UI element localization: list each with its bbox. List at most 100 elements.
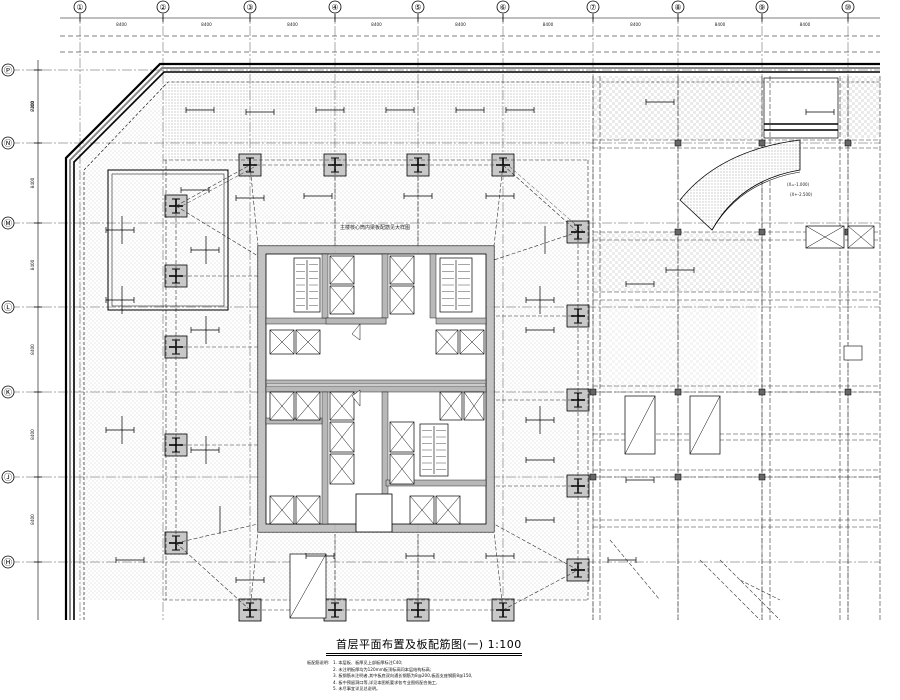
beam — [502, 569, 579, 611]
grid-row-label: Ⓙ — [4, 473, 12, 482]
beam — [175, 542, 251, 611]
shaft-x — [329, 255, 355, 285]
slab-east2-hatch — [593, 300, 758, 390]
beam — [249, 531, 259, 611]
core-notch — [355, 493, 393, 533]
grid-bubble-row — [1, 470, 15, 484]
east-column — [758, 139, 766, 147]
beam — [493, 231, 579, 261]
grid-bubble-row — [1, 300, 15, 314]
grid-row-label: Ⓗ — [4, 558, 12, 567]
east-box-x — [847, 225, 875, 249]
grid-row-label: Ⓜ — [4, 219, 12, 228]
core-partition — [381, 253, 389, 319]
door — [351, 323, 361, 341]
grid-row-label: Ⓚ — [4, 388, 12, 397]
east-column — [844, 139, 852, 147]
shaft-x — [329, 391, 355, 421]
core-partition — [265, 385, 487, 393]
grid-col-label: ② — [159, 3, 166, 12]
shaft-x — [295, 391, 321, 421]
south-opening-diag — [289, 553, 327, 619]
grid-bubble-row — [1, 555, 15, 569]
east-opening-diag — [624, 395, 656, 455]
se-beam — [719, 559, 781, 621]
east-box-x — [805, 225, 845, 249]
row-dim-label: 8400 — [30, 259, 35, 270]
grid-bubble-row — [1, 63, 15, 77]
grid-row-label: Ⓝ — [4, 139, 12, 148]
structure-layer — [64, 62, 881, 622]
door — [351, 389, 361, 407]
slab-north-hatch — [163, 80, 590, 160]
east-column — [674, 139, 682, 147]
col-dim-label: 8400 — [543, 22, 554, 27]
se-beam — [699, 559, 761, 621]
col-dim-label: 8400 — [371, 22, 382, 27]
grid-col-label: ④ — [331, 3, 338, 12]
east-column — [758, 228, 766, 236]
beam — [175, 523, 259, 544]
core-note: 主楼核心筒内梁板配筋见大样图 — [340, 224, 410, 231]
row-dim-label: 8400 — [30, 344, 35, 355]
east-column — [758, 473, 766, 481]
grid-bubble-col — [73, 0, 87, 14]
note-item: 4. 板中预留洞口等,详见本图纸要求各专业图纸配合施工, — [333, 679, 438, 685]
shaft-x — [389, 453, 415, 485]
grid-bubble-col — [328, 0, 342, 14]
col-dim-label: 8400 — [116, 22, 127, 27]
shaft-x — [463, 391, 485, 421]
grid-bubble-row — [1, 136, 15, 150]
grid-row-label: Ⓛ — [4, 303, 12, 312]
se-beam — [609, 539, 661, 601]
grid-col-label: ① — [76, 3, 83, 12]
beam — [249, 164, 259, 247]
shaft-x — [389, 285, 415, 315]
east-column — [844, 388, 852, 396]
grid-col-label: ⑧ — [674, 3, 681, 12]
east-column — [674, 473, 682, 481]
east-column — [589, 473, 597, 481]
label-layer: 主楼核心筒内梁板配筋见大样图 (X=-1.000) (X+-2.500) — [340, 182, 813, 231]
shaft-x — [409, 495, 435, 525]
beam — [502, 164, 579, 233]
beam-outer — [508, 165, 585, 233]
grid-bubble-row — [1, 385, 15, 399]
shaft-x — [295, 329, 321, 355]
ramp-curve — [679, 139, 801, 231]
grid-row-label: Ⓟ — [4, 66, 12, 75]
grid-bubble-col — [841, 0, 855, 14]
beam — [493, 523, 579, 571]
note-item: 3. 板钢筋未注明者,其中板底双向通长钢筋为8@200,板面支座钢筋8@150, — [333, 673, 473, 679]
grid-col-label: ⑤ — [414, 3, 421, 12]
grid-col-label: ⑩ — [844, 3, 851, 12]
shaft-x — [329, 285, 355, 315]
col-dim-label: 8400 — [715, 22, 726, 27]
shaft-x — [329, 421, 355, 453]
core-partition — [435, 317, 487, 325]
ne-room — [763, 77, 839, 139]
drawing-caption: 首层平面布置及板配筋图(一) 1:100 — [0, 636, 900, 656]
title-underline — [326, 653, 522, 654]
outer-wall-inner — [73, 71, 880, 620]
grid-bubble-row — [1, 216, 15, 230]
beam — [493, 164, 504, 247]
notes-heading: 板配筋说明: — [307, 660, 330, 665]
shaft-x — [439, 391, 463, 421]
outer-dashed — [83, 81, 880, 620]
general-notes: 板配筋说明: 1. 本层板、板厚见上部板厚标注C40; 2. 未注明板厚均为12… — [307, 660, 663, 693]
east-small-box — [843, 345, 863, 361]
ramp-note: (X=-1.000) — [787, 182, 810, 187]
col-dim-label: 8400 — [287, 22, 298, 27]
core-partition — [325, 317, 387, 325]
east-column — [758, 388, 766, 396]
shaft-x — [435, 495, 461, 525]
col-dim-label: 8400 — [800, 22, 811, 27]
core-partition — [321, 253, 329, 319]
core-partition — [429, 253, 437, 319]
ramp-edge — [711, 171, 801, 231]
west-opening — [107, 169, 229, 311]
shaft-x — [459, 329, 485, 355]
col-dim-label: 8400 — [201, 22, 212, 27]
